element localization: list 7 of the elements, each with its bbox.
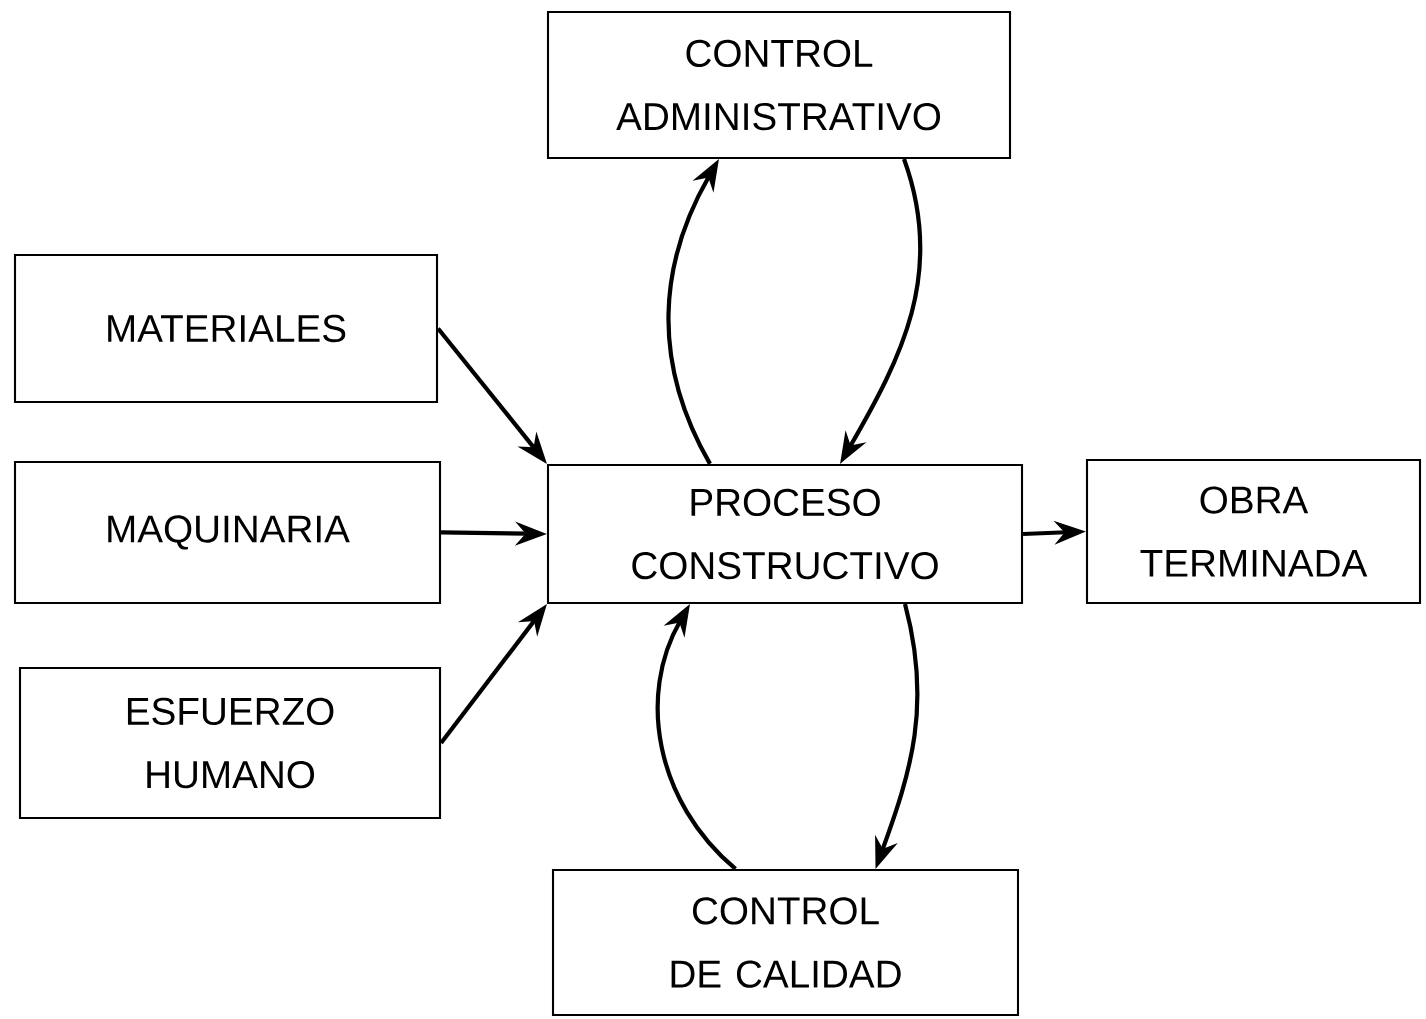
process-box: OBRA TERMINADA <box>1085 458 1422 605</box>
process-box: PROCESO CONSTRUCTIVO <box>546 463 1024 605</box>
process-box: MATERIALES <box>13 253 439 404</box>
process-box: CONTROL DE CALIDAD <box>551 868 1020 1017</box>
process-box: MAQUINARIA <box>13 460 442 605</box>
process-box: CONTROL ADMINISTRATIVO <box>546 10 1012 160</box>
process-box: ESFUERZO HUMANO <box>18 666 442 820</box>
